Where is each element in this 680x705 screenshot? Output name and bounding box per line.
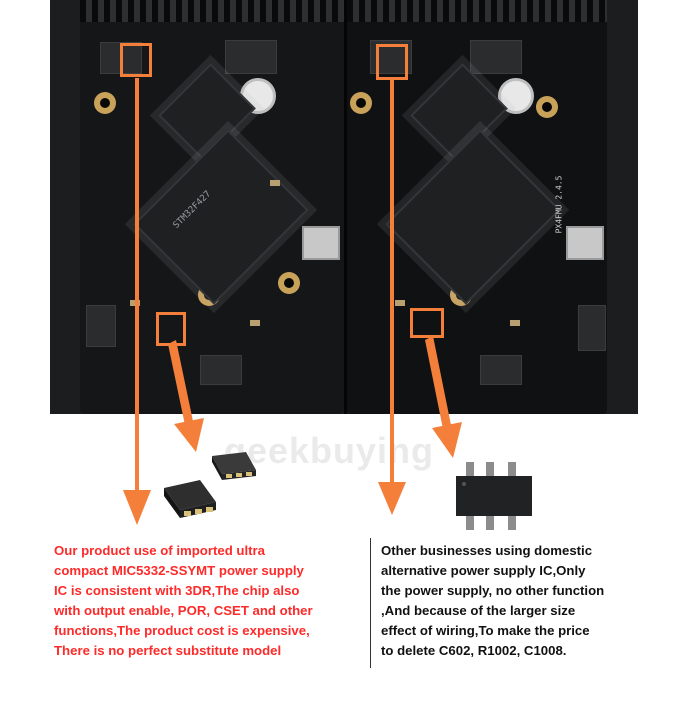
right-mount-hole-2 [536,96,558,118]
left-connector [86,305,116,347]
right-caption: Other businesses using domestic alternat… [381,541,661,661]
right-caption-line: ,And because of the larger size [381,603,576,618]
right-mount-hole-1 [350,92,372,114]
right-smd-2 [510,320,520,326]
right-caption-line: alternative power supply IC,Only [381,563,586,578]
left-caption-line: compact MIC5332-SSYMT power supply [54,563,304,578]
highlight-right-top [376,44,408,80]
right-diag-arrow-head [432,422,462,458]
left-diag-arrow-head [174,418,204,452]
left-long-arrow-shaft [135,78,139,498]
left-caption-line: There is no perfect substitute model [54,643,282,658]
right-smd-1 [395,300,405,306]
left-caption-line: functions,The product cost is expensive, [54,623,310,638]
left-caption-line: Our product use of imported ultra [54,543,266,558]
right-caption-line: Other businesses using domestic [381,543,593,558]
left-caption-line: with output enable, POR, CSET and other [54,603,313,618]
caption-divider [370,538,371,668]
left-chip-b [225,40,277,74]
right-diag-arrow [425,336,452,434]
pcb-photo: STM32F427 PX4FMU 2.4.5 [50,0,638,414]
left-chip-c [200,355,242,385]
left-caption-line: IC is consistent with 3DR,The chip also [54,583,300,598]
left-diag-arrow [168,340,194,430]
left-smd-3 [270,180,280,186]
left-mount-hole-1 [94,92,116,114]
left-usb-port [302,226,340,260]
right-long-arrow-head [378,482,406,515]
right-header-pins [347,0,607,22]
right-ic-closeup [456,462,532,530]
right-caption-line: to delete C602, R1002, C1008. [381,643,567,658]
left-header-pins [80,0,344,22]
watermark: geekbuying [224,430,435,471]
right-chip-b [470,40,522,74]
left-caption: Our product use of imported ultra compac… [54,541,374,661]
board-seam [344,0,347,414]
highlight-right-ic [410,308,444,338]
right-caption-line: the power supply, no other function [381,583,605,598]
left-mount-hole-2 [278,272,300,294]
right-buzzer [498,78,534,114]
right-usb-port [566,226,604,260]
right-chip-c [480,355,522,385]
left-buzzer [240,78,276,114]
right-long-arrow-shaft [390,80,394,490]
left-smd-2 [250,320,260,326]
right-connector [578,305,606,351]
highlight-left-top [120,43,152,77]
left-long-arrow-head [123,490,151,525]
left-ic-closeup [164,452,256,518]
right-caption-line: effect of wiring,To make the price [381,623,590,638]
